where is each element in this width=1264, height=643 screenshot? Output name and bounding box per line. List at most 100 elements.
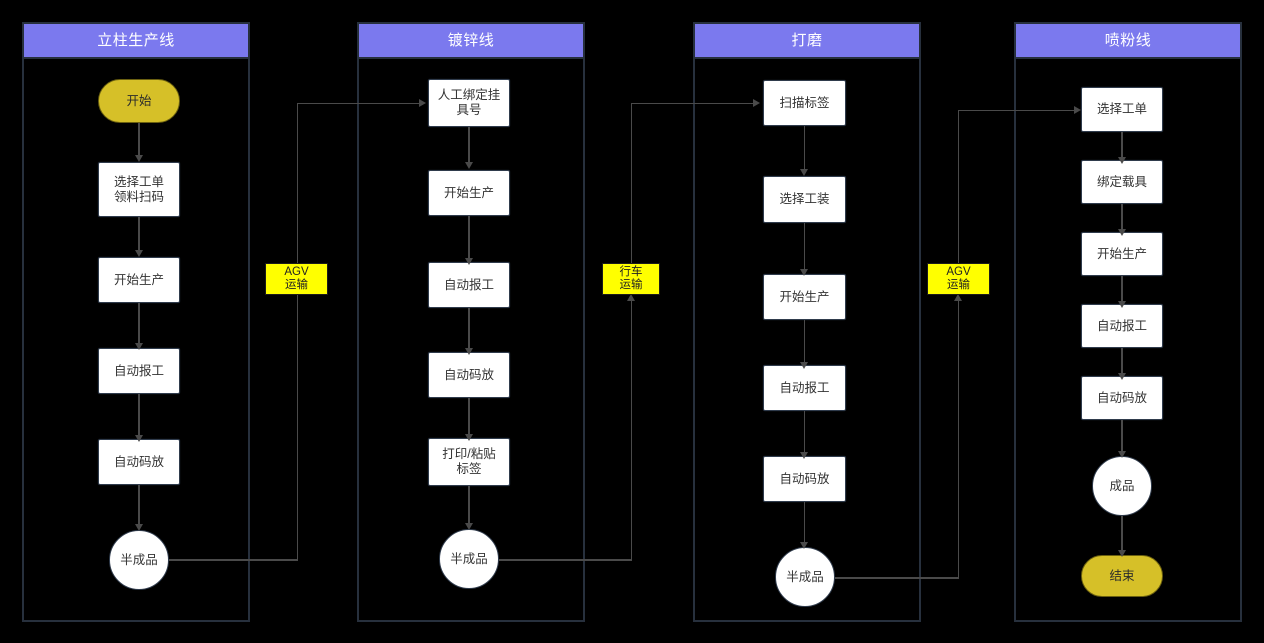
node-l1n2[interactable]: 选择工单 领料扫码 — [98, 162, 180, 217]
node-label-l1n5: 自动码放 — [113, 454, 164, 469]
edge-l4n5-l4n6 — [1121, 420, 1123, 453]
node-l4n7[interactable]: 结束 — [1081, 555, 1163, 597]
transport-t2-segment-v-upper — [630, 103, 633, 263]
arrowhead-l2n6 — [464, 523, 473, 530]
node-label-l1n3: 开始生产 — [113, 272, 164, 287]
node-label-l1n6: 半成品 — [120, 552, 158, 567]
node-label-l4n6: 成品 — [1109, 478, 1135, 493]
arrowhead-l4n6 — [1117, 451, 1126, 458]
node-label-l3n3: 开始生产 — [779, 289, 830, 304]
swimlane-header-lane2: 镀锌线 — [357, 22, 585, 59]
node-l3n5[interactable]: 自动码放 — [763, 456, 846, 502]
swimlane-title-lane2: 镀锌线 — [447, 32, 495, 49]
edge-l1n2-l1n3 — [138, 217, 140, 252]
arrowhead-l4n7 — [1117, 550, 1126, 557]
swimlane-header-lane4: 喷粉线 — [1014, 22, 1242, 59]
node-l1n4[interactable]: 自动报工 — [98, 348, 180, 394]
transport-t3-segment-v-upper — [957, 110, 960, 263]
arrowhead-l2n2 — [464, 162, 473, 169]
edge-l1n3-l1n4 — [138, 303, 140, 345]
node-l2n2[interactable]: 开始生产 — [428, 170, 510, 216]
node-l3n4[interactable]: 自动报工 — [763, 365, 846, 411]
node-l2n1[interactable]: 人工绑定挂 具号 — [428, 79, 510, 127]
node-label-l4n5: 自动码放 — [1096, 390, 1147, 405]
node-l4n5[interactable]: 自动码放 — [1081, 376, 1163, 420]
node-l4n3[interactable]: 开始生产 — [1081, 232, 1163, 276]
node-label-l2n2: 开始生产 — [443, 185, 494, 200]
transport-t3-segment-h-in — [957, 109, 1078, 112]
node-label-l2n5: 打印/粘贴 标签 — [442, 447, 496, 476]
arrowhead-l3n4 — [800, 362, 808, 369]
edge-l1n1-l1n2 — [138, 123, 140, 157]
arrowhead-l3n3 — [800, 269, 808, 276]
arrowhead-l1n4 — [134, 343, 143, 350]
node-label-l1n1: 开始 — [126, 93, 152, 108]
node-l3n2[interactable]: 选择工装 — [763, 176, 846, 223]
transport-t2-segment-v-lower — [630, 296, 633, 560]
arrowhead-t2-up — [626, 294, 635, 301]
node-l4n1[interactable]: 选择工单 — [1081, 87, 1163, 132]
node-l4n4[interactable]: 自动报工 — [1081, 304, 1163, 348]
node-label-l4n3: 开始生产 — [1096, 246, 1147, 261]
node-l1n6[interactable]: 半成品 — [109, 530, 169, 590]
transport-label-text-t3: AGV 运输 — [946, 265, 971, 292]
swimlane-title-lane4: 喷粉线 — [1104, 32, 1152, 49]
edge-l3n3-l3n4 — [803, 320, 806, 364]
arrowhead-l4n2 — [1117, 157, 1126, 164]
edge-l2n2-l2n3 — [468, 216, 470, 260]
node-l1n1[interactable]: 开始 — [98, 79, 180, 123]
node-l2n6[interactable]: 半成品 — [439, 529, 499, 589]
arrowhead-l1n5 — [134, 435, 143, 442]
node-l4n6[interactable]: 成品 — [1092, 456, 1152, 516]
arrowhead-l4n3 — [1117, 229, 1126, 236]
edge-l3n4-l3n5 — [803, 411, 806, 454]
edge-l4n6-l4n7 — [1121, 516, 1123, 552]
node-label-l3n6: 半成品 — [786, 569, 824, 584]
transport-label-t1[interactable]: AGV 运输 — [265, 263, 328, 295]
transport-label-t2[interactable]: 行车 运输 — [602, 263, 660, 295]
node-l4n2[interactable]: 绑定载具 — [1081, 160, 1163, 204]
node-l3n6[interactable]: 半成品 — [775, 547, 835, 607]
node-label-l4n1: 选择工单 — [1096, 102, 1147, 116]
swimlane-header-lane1: 立柱生产线 — [22, 22, 250, 59]
arrowhead-l3n2 — [800, 169, 808, 176]
edge-l3n5-l3n6 — [803, 502, 806, 544]
node-l3n3[interactable]: 开始生产 — [763, 274, 846, 320]
edge-l2n1-l2n2 — [468, 127, 470, 164]
arrowhead-l1n6 — [134, 524, 143, 531]
arrowhead-l4n4 — [1117, 301, 1126, 308]
node-l2n3[interactable]: 自动报工 — [428, 262, 510, 308]
node-label-l2n4: 自动码放 — [443, 367, 494, 382]
edge-l3n1-l3n2 — [803, 126, 806, 171]
arrowhead-l4n5 — [1117, 373, 1126, 380]
node-label-l1n4: 自动报工 — [113, 363, 164, 378]
transport-t1-segment-h-out — [169, 559, 298, 561]
transport-label-t3[interactable]: AGV 运输 — [927, 263, 990, 295]
node-l2n4[interactable]: 自动码放 — [428, 352, 510, 398]
node-l3n1[interactable]: 扫描标签 — [763, 80, 846, 126]
transport-label-text-t2: 行车 运输 — [619, 265, 643, 292]
node-l1n5[interactable]: 自动码放 — [98, 439, 180, 485]
transport-t2-segment-h-out — [499, 559, 632, 561]
node-label-l2n1: 人工绑定挂 具号 — [437, 88, 501, 117]
arrowhead-t2 — [753, 99, 760, 107]
edge-l2n4-l2n5 — [468, 398, 470, 436]
edge-l2n3-l2n4 — [468, 308, 470, 350]
arrowhead-l1n3 — [134, 250, 143, 257]
edge-l4n4-l4n5 — [1121, 348, 1123, 375]
arrowhead-t3 — [1074, 106, 1081, 114]
node-label-l3n4: 自动报工 — [779, 380, 830, 395]
node-l2n5[interactable]: 打印/粘贴 标签 — [428, 438, 510, 486]
swimlane-title-lane1: 立柱生产线 — [97, 32, 175, 49]
transport-t3-segment-h-out — [835, 577, 959, 579]
edge-l4n1-l4n2 — [1121, 132, 1123, 159]
node-label-l3n5: 自动码放 — [779, 471, 830, 486]
arrowhead-l1n2 — [134, 155, 143, 162]
node-l1n3[interactable]: 开始生产 — [98, 257, 180, 303]
transport-label-text-t1: AGV 运输 — [284, 265, 309, 292]
node-label-l3n2: 选择工装 — [779, 192, 830, 206]
transport-t1-segment-v — [296, 103, 299, 560]
transport-t3-segment-v-lower — [957, 296, 960, 578]
arrowhead-l2n4 — [464, 348, 473, 355]
edge-l2n5-l2n6 — [468, 486, 470, 525]
